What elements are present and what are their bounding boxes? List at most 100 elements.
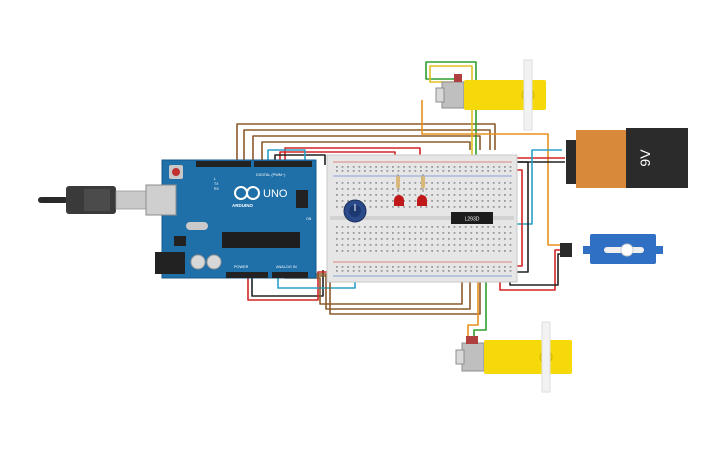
- wire-brown-top-1[interactable]: [236, 123, 496, 160]
- wire-brown-top-4[interactable]: [261, 141, 471, 160]
- breadboard-hole: [380, 226, 383, 228]
- breadboard-hole: [498, 166, 501, 168]
- breadboard-hole: [380, 270, 383, 272]
- breadboard-hole: [392, 238, 394, 240]
- breadboard-hole: [459, 170, 461, 172]
- breadboard-hole: [448, 200, 450, 202]
- resistor-2[interactable]: [421, 176, 425, 188]
- 9v-battery[interactable]: 9V: [566, 128, 688, 188]
- wire-blue-servo[interactable]: [515, 149, 562, 225]
- wire-black-top[interactable]: [274, 154, 326, 165]
- breadboard-hole: [504, 194, 506, 196]
- breadboard-hole: [341, 270, 344, 272]
- breadboard-hole: [442, 226, 445, 228]
- breadboard-hole: [442, 170, 445, 172]
- breadboard-hole: [442, 182, 445, 184]
- breadboard-hole: [420, 266, 422, 268]
- rx-label: RX: [214, 187, 220, 191]
- micro-servo[interactable]: [560, 234, 663, 264]
- wire-red-servo[interactable]: [499, 249, 562, 291]
- breadboard-hole: [358, 170, 361, 172]
- motor-bottom-terminals: [466, 336, 478, 344]
- resistor-1[interactable]: [396, 176, 400, 188]
- breadboard-hole: [481, 270, 484, 272]
- breadboard-hole: [470, 270, 473, 272]
- led-1[interactable]: [394, 195, 404, 206]
- breadboard-hole: [442, 206, 445, 208]
- breadboard-hole: [459, 200, 461, 202]
- wire-red-battery[interactable]: [509, 157, 565, 170]
- breadboard-hole: [459, 270, 461, 272]
- wire-blue-top[interactable]: [267, 149, 306, 165]
- breadboard-hole: [414, 238, 417, 240]
- breadboard-hole: [341, 238, 344, 240]
- breadboard-hole: [425, 244, 428, 246]
- breadboard-hole: [403, 166, 405, 168]
- breadboard-hole: [442, 250, 445, 252]
- breadboard-hole: [392, 194, 394, 196]
- breadboard-hole: [336, 188, 338, 190]
- breadboard-hole: [341, 200, 344, 202]
- wire-green-motor-top[interactable]: [425, 61, 477, 212]
- breadboard-hole: [369, 226, 372, 228]
- breadboard-hole: [414, 200, 417, 202]
- breadboard-hole: [364, 226, 366, 228]
- breadboard-hole: [414, 266, 417, 268]
- breadboard-hole: [352, 166, 355, 168]
- breadboard-hole: [476, 270, 478, 272]
- breadboard-hole: [386, 188, 389, 190]
- potentiometer[interactable]: [343, 199, 367, 223]
- wire-orange-motor-bottom[interactable]: [467, 255, 479, 345]
- breadboard-hole: [397, 166, 400, 168]
- arduino-uno[interactable]: UNO ARDUINO DIGITAL (PWM~) POWER ANALOG …: [145, 159, 317, 279]
- breadboard-hole: [369, 194, 372, 196]
- wire-orange-battery[interactable]: [421, 100, 562, 246]
- breadboard-hole: [476, 206, 478, 208]
- breadboard-hole: [369, 266, 372, 268]
- breadboard-hole: [392, 244, 394, 246]
- capacitor-2: [206, 254, 222, 270]
- breadboard-hole: [408, 182, 411, 184]
- wire-black-right[interactable]: [515, 161, 529, 273]
- usb-port: [145, 184, 177, 216]
- breadboard-hole: [487, 170, 489, 172]
- breadboard-hole: [397, 266, 400, 268]
- wire-red-right[interactable]: [515, 169, 523, 267]
- wire-brown-top-3[interactable]: [252, 135, 481, 160]
- dc-gear-motor-top[interactable]: [435, 59, 546, 131]
- wire-yellow-motor-top[interactable]: [429, 65, 473, 212]
- breadboard-hole: [369, 238, 372, 240]
- breadboard-hole: [358, 266, 361, 268]
- breadboard-hole: [364, 188, 366, 190]
- breadboard-hole: [392, 166, 394, 168]
- l293d-driver[interactable]: L293D: [451, 212, 493, 224]
- breadboard-hole: [352, 232, 355, 234]
- breadboard-hole: [414, 170, 417, 172]
- battery-body: [626, 128, 688, 188]
- breadboard-hole: [420, 238, 422, 240]
- breadboard-hole: [336, 250, 338, 252]
- breadboard-hole: [431, 206, 433, 208]
- breadboard-hole: [492, 232, 495, 234]
- breadboard-hole: [498, 188, 501, 190]
- breadboard-hole: [448, 170, 450, 172]
- breadboard-hole: [358, 226, 361, 228]
- breadboard-hole: [498, 238, 501, 240]
- breadboard-hole: [336, 166, 338, 168]
- breadboard-hole: [492, 226, 495, 228]
- wire-black-bottom[interactable]: [251, 270, 324, 297]
- breadboard-hole: [470, 226, 473, 228]
- breadboard-hole: [425, 170, 428, 172]
- led-2[interactable]: [417, 195, 427, 206]
- breadboard-hole: [431, 270, 433, 272]
- breadboard-hole: [420, 188, 422, 190]
- breadboard-hole: [347, 200, 349, 202]
- breadboard-hole: [481, 244, 484, 246]
- dc-gear-motor-bottom[interactable]: [455, 321, 572, 393]
- wire-brown-top-2[interactable]: [243, 129, 491, 160]
- atmega-chip: [222, 232, 300, 248]
- breadboard-hole: [403, 238, 405, 240]
- breadboard-hole: [336, 266, 338, 268]
- breadboard-hole: [464, 170, 467, 172]
- breadboard-hole: [425, 166, 428, 168]
